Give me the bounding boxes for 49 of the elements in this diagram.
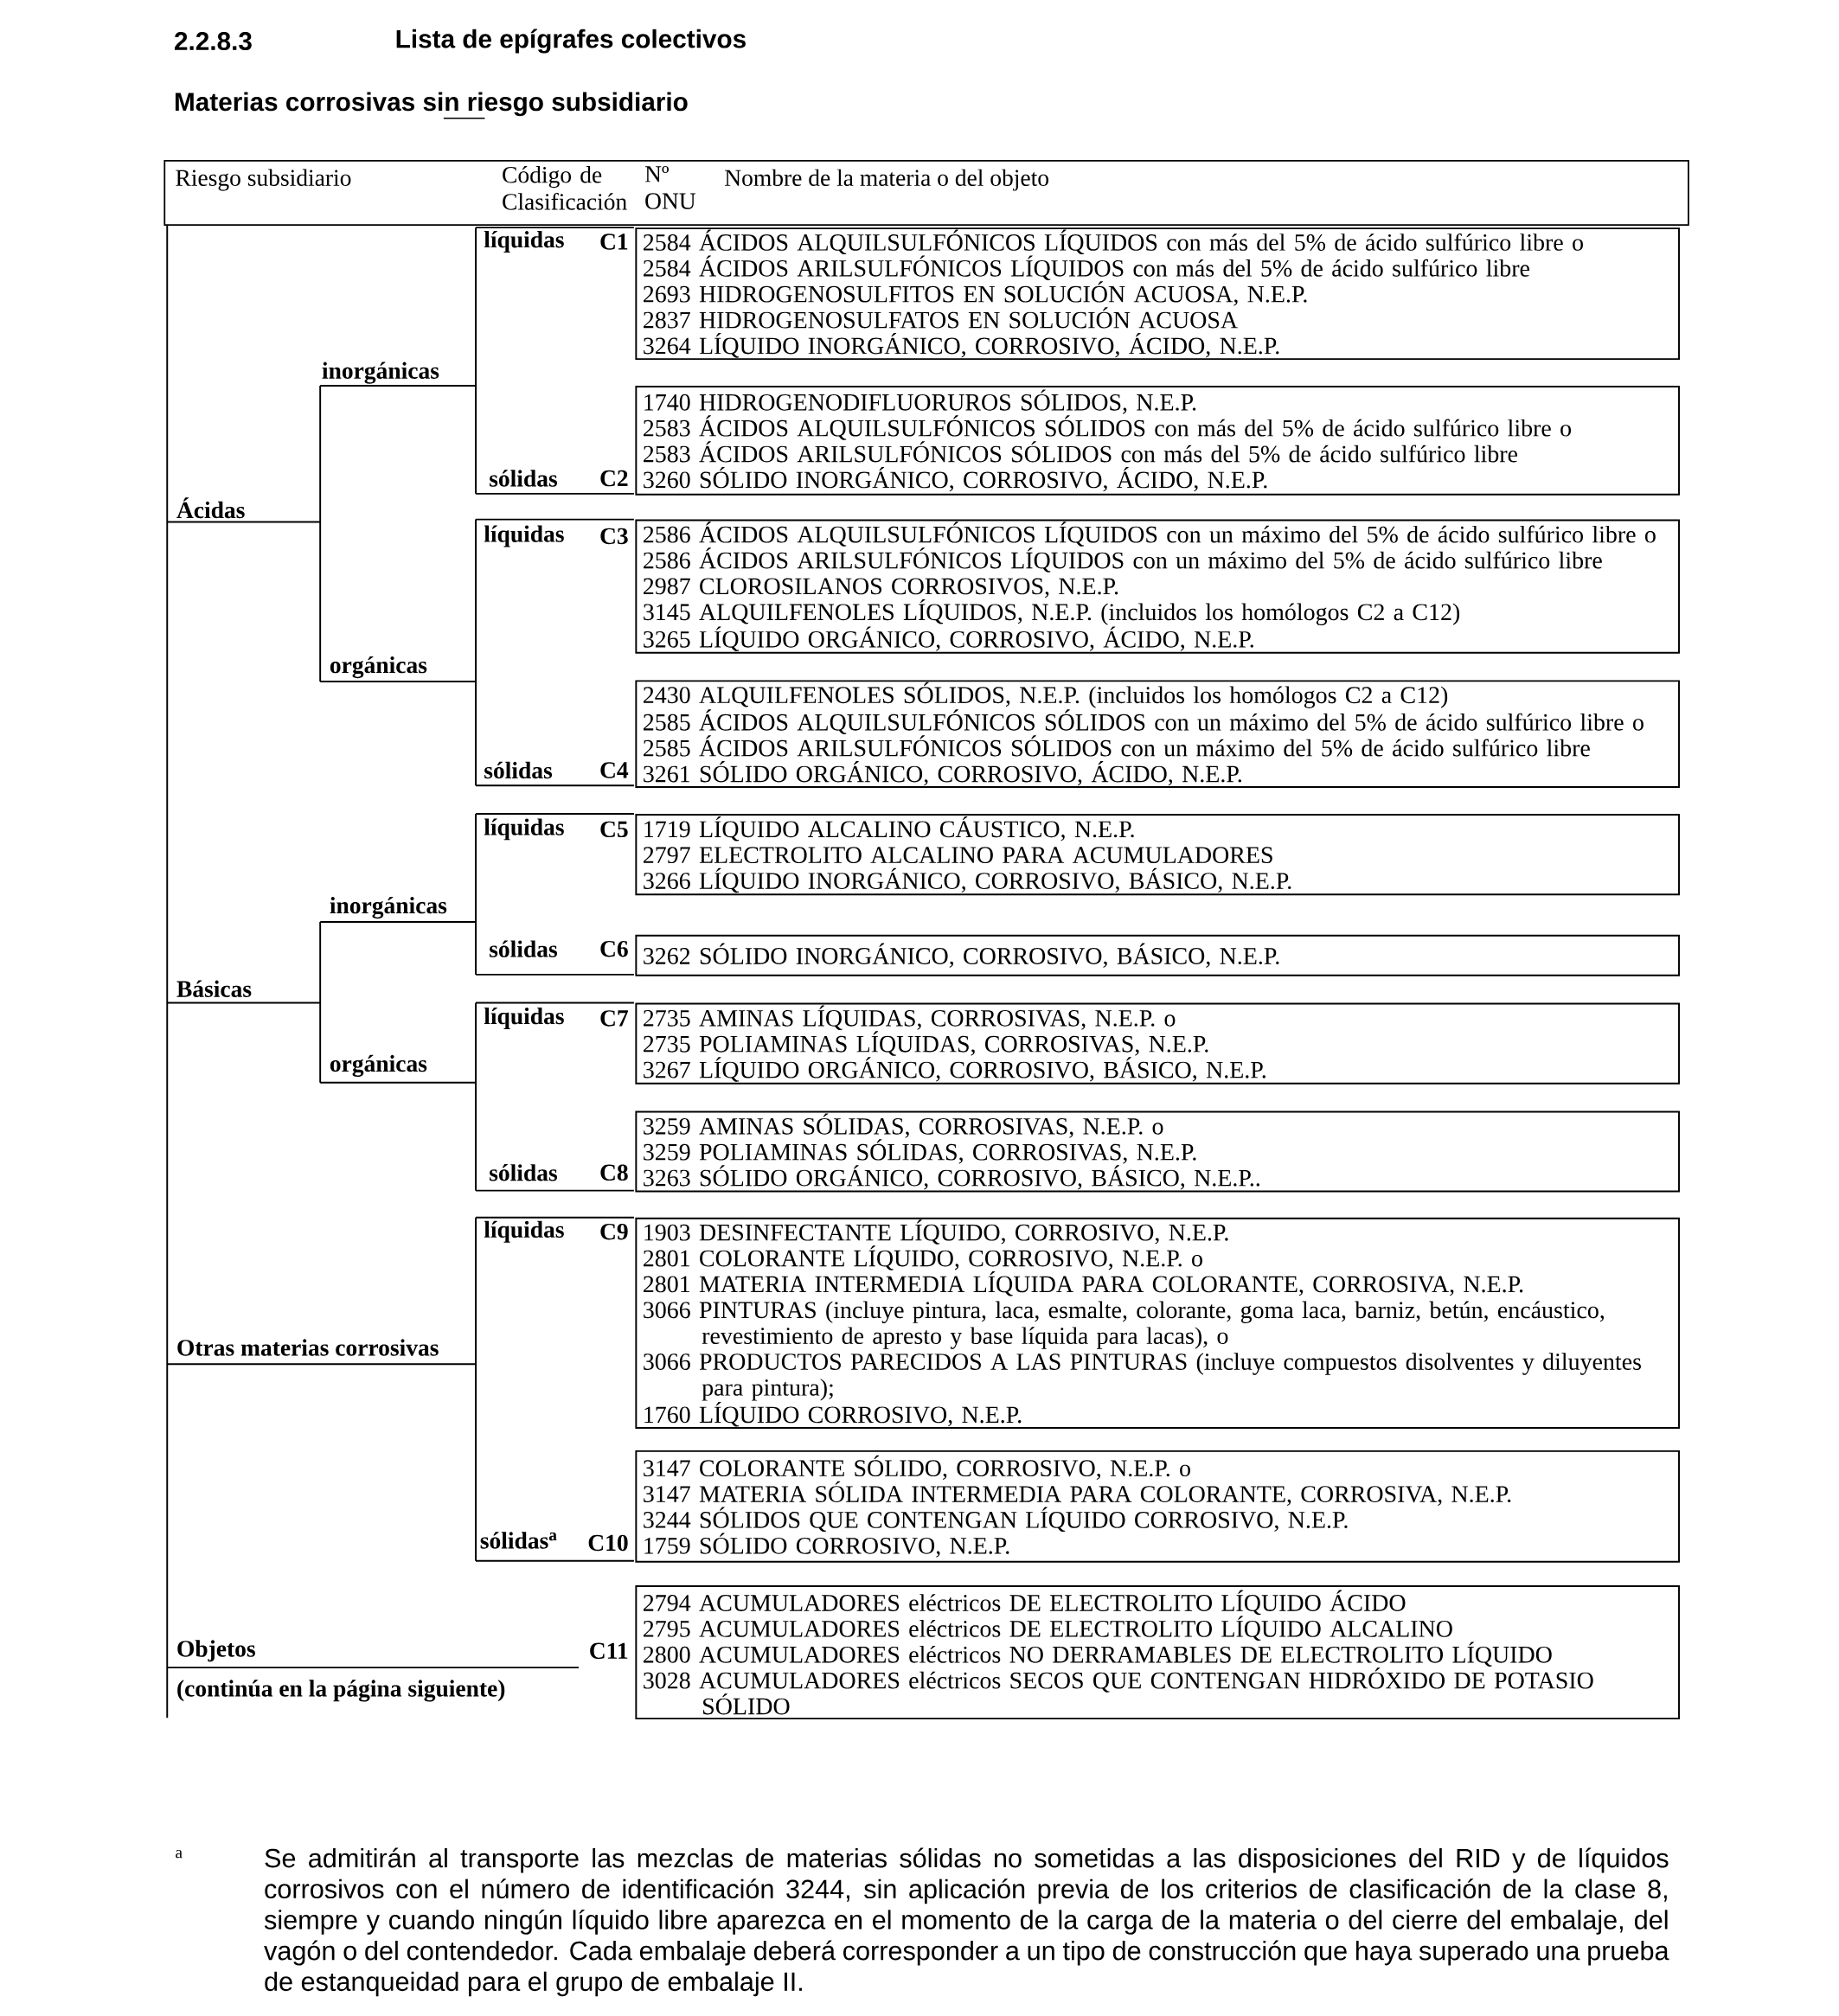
category-label: líquidas (484, 231, 564, 253)
category-label: Básicas (176, 980, 252, 997)
list-box: 2735 AMINAS LÍQUIDAS, CORROSIVAS, N.E.P. o 2735 POLIAMINAS LÍQUIDAS, CORROSIVAS, N.E.P. 3267 LÍQUIDO ORGÁNICO, CORROSIVO, BÁSICO, N.E.P. (635, 1002, 1681, 1085)
class-code: C11 (590, 1642, 628, 1660)
list-box: 3262 SÓLIDO INORGÁNICO, CORROSIVO, BÁSICO, N.E.P. (635, 934, 1681, 976)
category-label: sólidas$^{a}$ (480, 1532, 557, 1549)
list-box: 2584 ÁCIDOS ALQUILSULFÓNICOS LÍQUIDOS con más del 5% de ácido sulfúrico libre o 2584 ÁCIDOS ARILSULFÓNICOS LÍQUIDOS con más del 5% de ácido sulfúrico libre 2693 HIDROGENOSULFITOS EN SOLUCIÓN ACUOSA, N.E.P. 2837 HIDROGENOSULFATOS EN SOLUCIÓN ACUOSA 3264 LÍQUIDO INORGÁNICO, CORROSIVO, ÁCIDO, N.E.P. (635, 227, 1681, 361)
list-box: 3147 COLORANTE SÓLIDO, CORROSIVO, N.E.P. o 3147 MATERIA SÓLIDA INTERMEDIA PARA COLORANTE, CORROSIVA, N.E.P. 3244 SÓLIDOS QUE CONTENGAN LÍQUIDO CORROSIVO, N.E.P. 1759 SÓLIDO CORROSIVO, N.E.P. (635, 1450, 1681, 1563)
footnote-text: Se admitirán al transporte las mezclas de materias sólidas no sometidas a las disposiciones del RID y de líquidos corrosivos con el número de identificación 3244, sin aplicación previa de los criterios de clasificación de la clase 8, siempre y cuando ningún líquido libre aparezca en el momento de la carga de la materia o del cierre del embalaje, del vagón o del contendedor. Cada embalaje deberá corresponder a un tipo de construcción que haya superado una prueba de estanqueidad para el grupo de embalaje II. (264, 1847, 1669, 1997)
category-label: orgánicas (330, 656, 427, 679)
column-header: Nombre de la materia o del objeto (725, 169, 1049, 191)
category-label: líquidas (484, 525, 564, 547)
category-label: Objetos (177, 1640, 256, 1662)
category-label: orgánicas (330, 1054, 427, 1077)
class-code: C9 (600, 1223, 628, 1240)
category-label: sólidas (490, 1164, 558, 1181)
category-label: inorgánicas (330, 896, 447, 919)
list-box: 2794 ACUMULADORES eléctricos DE ELECTROLITO LÍQUIDO ÁCIDO 2795 ACUMULADORES eléctricos DE ELECTROLITO LÍQUIDO ALCALINO 2800 ACUMULADORES eléctricos NO DERRAMABLES DE ELECTROLITO LÍQUIDO 3028 ACUMULADORES eléctricos SECOS QUE CONTENGAN HIDRÓXIDO DE POTASIO SÓLIDO (635, 1585, 1681, 1720)
class-code: C2 (600, 470, 628, 487)
category-label: sólidas (484, 761, 553, 779)
footnote-mark: a (176, 1850, 183, 1859)
list-box: 1719 LÍQUIDO ALCALINO CÁUSTICO, N.E.P. 2797 ELECTROLITO ALCALINO PARA ACUMULADORES 3266 LÍQUIDO INORGÁNICO, CORROSIVO, BÁSICO, N.E.P. (635, 814, 1681, 896)
class-code: C7 (600, 1010, 629, 1027)
heading: Materias corrosivas sin riesgo subsidiario (176, 92, 688, 117)
heading: 2.2.8.3 (175, 32, 252, 51)
class-code: C8 (600, 1164, 628, 1181)
list-box: 2430 ALQUILFENOLES SÓLIDOS, N.E.P. (incluidos los homólogos C2 a C12) 2585 ÁCIDOS ALQUILSULFÓNICOS SÓLIDOS con un máximo del 5% de ácido sulfúrico libre o 2585 ÁCIDOS ARILSULFÓNICOS SÓLIDOS con un máximo del 5% de ácido sulfúrico libre 3261 SÓLIDO ORGÁNICO, CORROSIVO, ÁCIDO, N.E.P. (635, 680, 1681, 788)
category-label: Ácidas (176, 497, 245, 519)
list-box: 1903 DESINFECTANTE LÍQUIDO, CORROSIVO, N.E.P. 2801 COLORANTE LÍQUIDO, CORROSIVO, N.E.P. o 2801 MATERIA INTERMEDIA LÍQUIDA PARA COLORANTE, CORROSIVA, N.E.P. 3066 PINTURAS (incluye pintura, laca, esmalte, colorante, goma laca, barniz, betún, encáustico, revestimiento de apresto y base líquida para lacas), o 3066 PRODUCTOS PARECIDOS A LAS PINTURAS (incluye compuestos disolventes y diluyentes para pintura); 1760 LÍQUIDO CORROSIVO, N.E.P. (635, 1217, 1681, 1429)
class-code: C6 (600, 940, 628, 957)
category-label: sólidas (490, 940, 558, 957)
column-header: Riesgo subsidiario (176, 169, 351, 191)
class-code: C10 (588, 1534, 628, 1552)
list-box: 2586 ÁCIDOS ALQUILSULFÓNICOS LÍQUIDOS con un máximo del 5% de ácido sulfúrico libre o 2586 ÁCIDOS ARILSULFÓNICOS LÍQUIDOS con un máximo del 5% de ácido sulfúrico libre 2987 CLOROSILANOS CORROSIVOS, N.E.P. 3145 ALQUILFENOLES LÍQUIDOS, N.E.P. (incluidos los homólogos C2 a C12) 3265 LÍQUIDO ORGÁNICO, CORROSIVO, ÁCIDO, N.E.P. (635, 519, 1681, 654)
category-label: inorgánicas (322, 362, 439, 384)
heading: Lista de epígrafes colectivos (396, 29, 746, 54)
list-box: 1740 HIDROGENODIFLUORUROS SÓLIDOS, N.E.P. 2583 ÁCIDOS ALQUILSULFÓNICOS SÓLIDOS con más del 5% de ácido sulfúrico libre o 2583 ÁCIDOS ARILSULFÓNICOS SÓLIDOS con más del 5% de ácido sulfúrico libre 3260 SÓLIDO INORGÁNICO, CORROSIVO, ÁCIDO, N.E.P. (635, 386, 1681, 496)
list-box: 3259 AMINAS SÓLIDAS, CORROSIVAS, N.E.P. o 3259 POLIAMINAS SÓLIDAS, CORROSIVAS, N.E.P. 3263 SÓLIDO ORGÁNICO, CORROSIVO, BÁSICO, N.E.P.. (635, 1110, 1681, 1193)
class-code: C4 (600, 762, 629, 778)
category-label: (continúa en la página siguiente) (177, 1680, 505, 1702)
category-label: Otras materias corrosivas (177, 1339, 439, 1356)
category-label: sólidas (490, 470, 558, 487)
category-label: líquidas (484, 818, 564, 841)
class-code: C1 (600, 234, 628, 250)
class-code: C5 (600, 821, 628, 838)
class-code: C3 (600, 528, 628, 545)
column-header: Código de Clasificación (503, 166, 627, 210)
category-label: líquidas (484, 1007, 564, 1029)
category-label: líquidas (484, 1220, 564, 1243)
